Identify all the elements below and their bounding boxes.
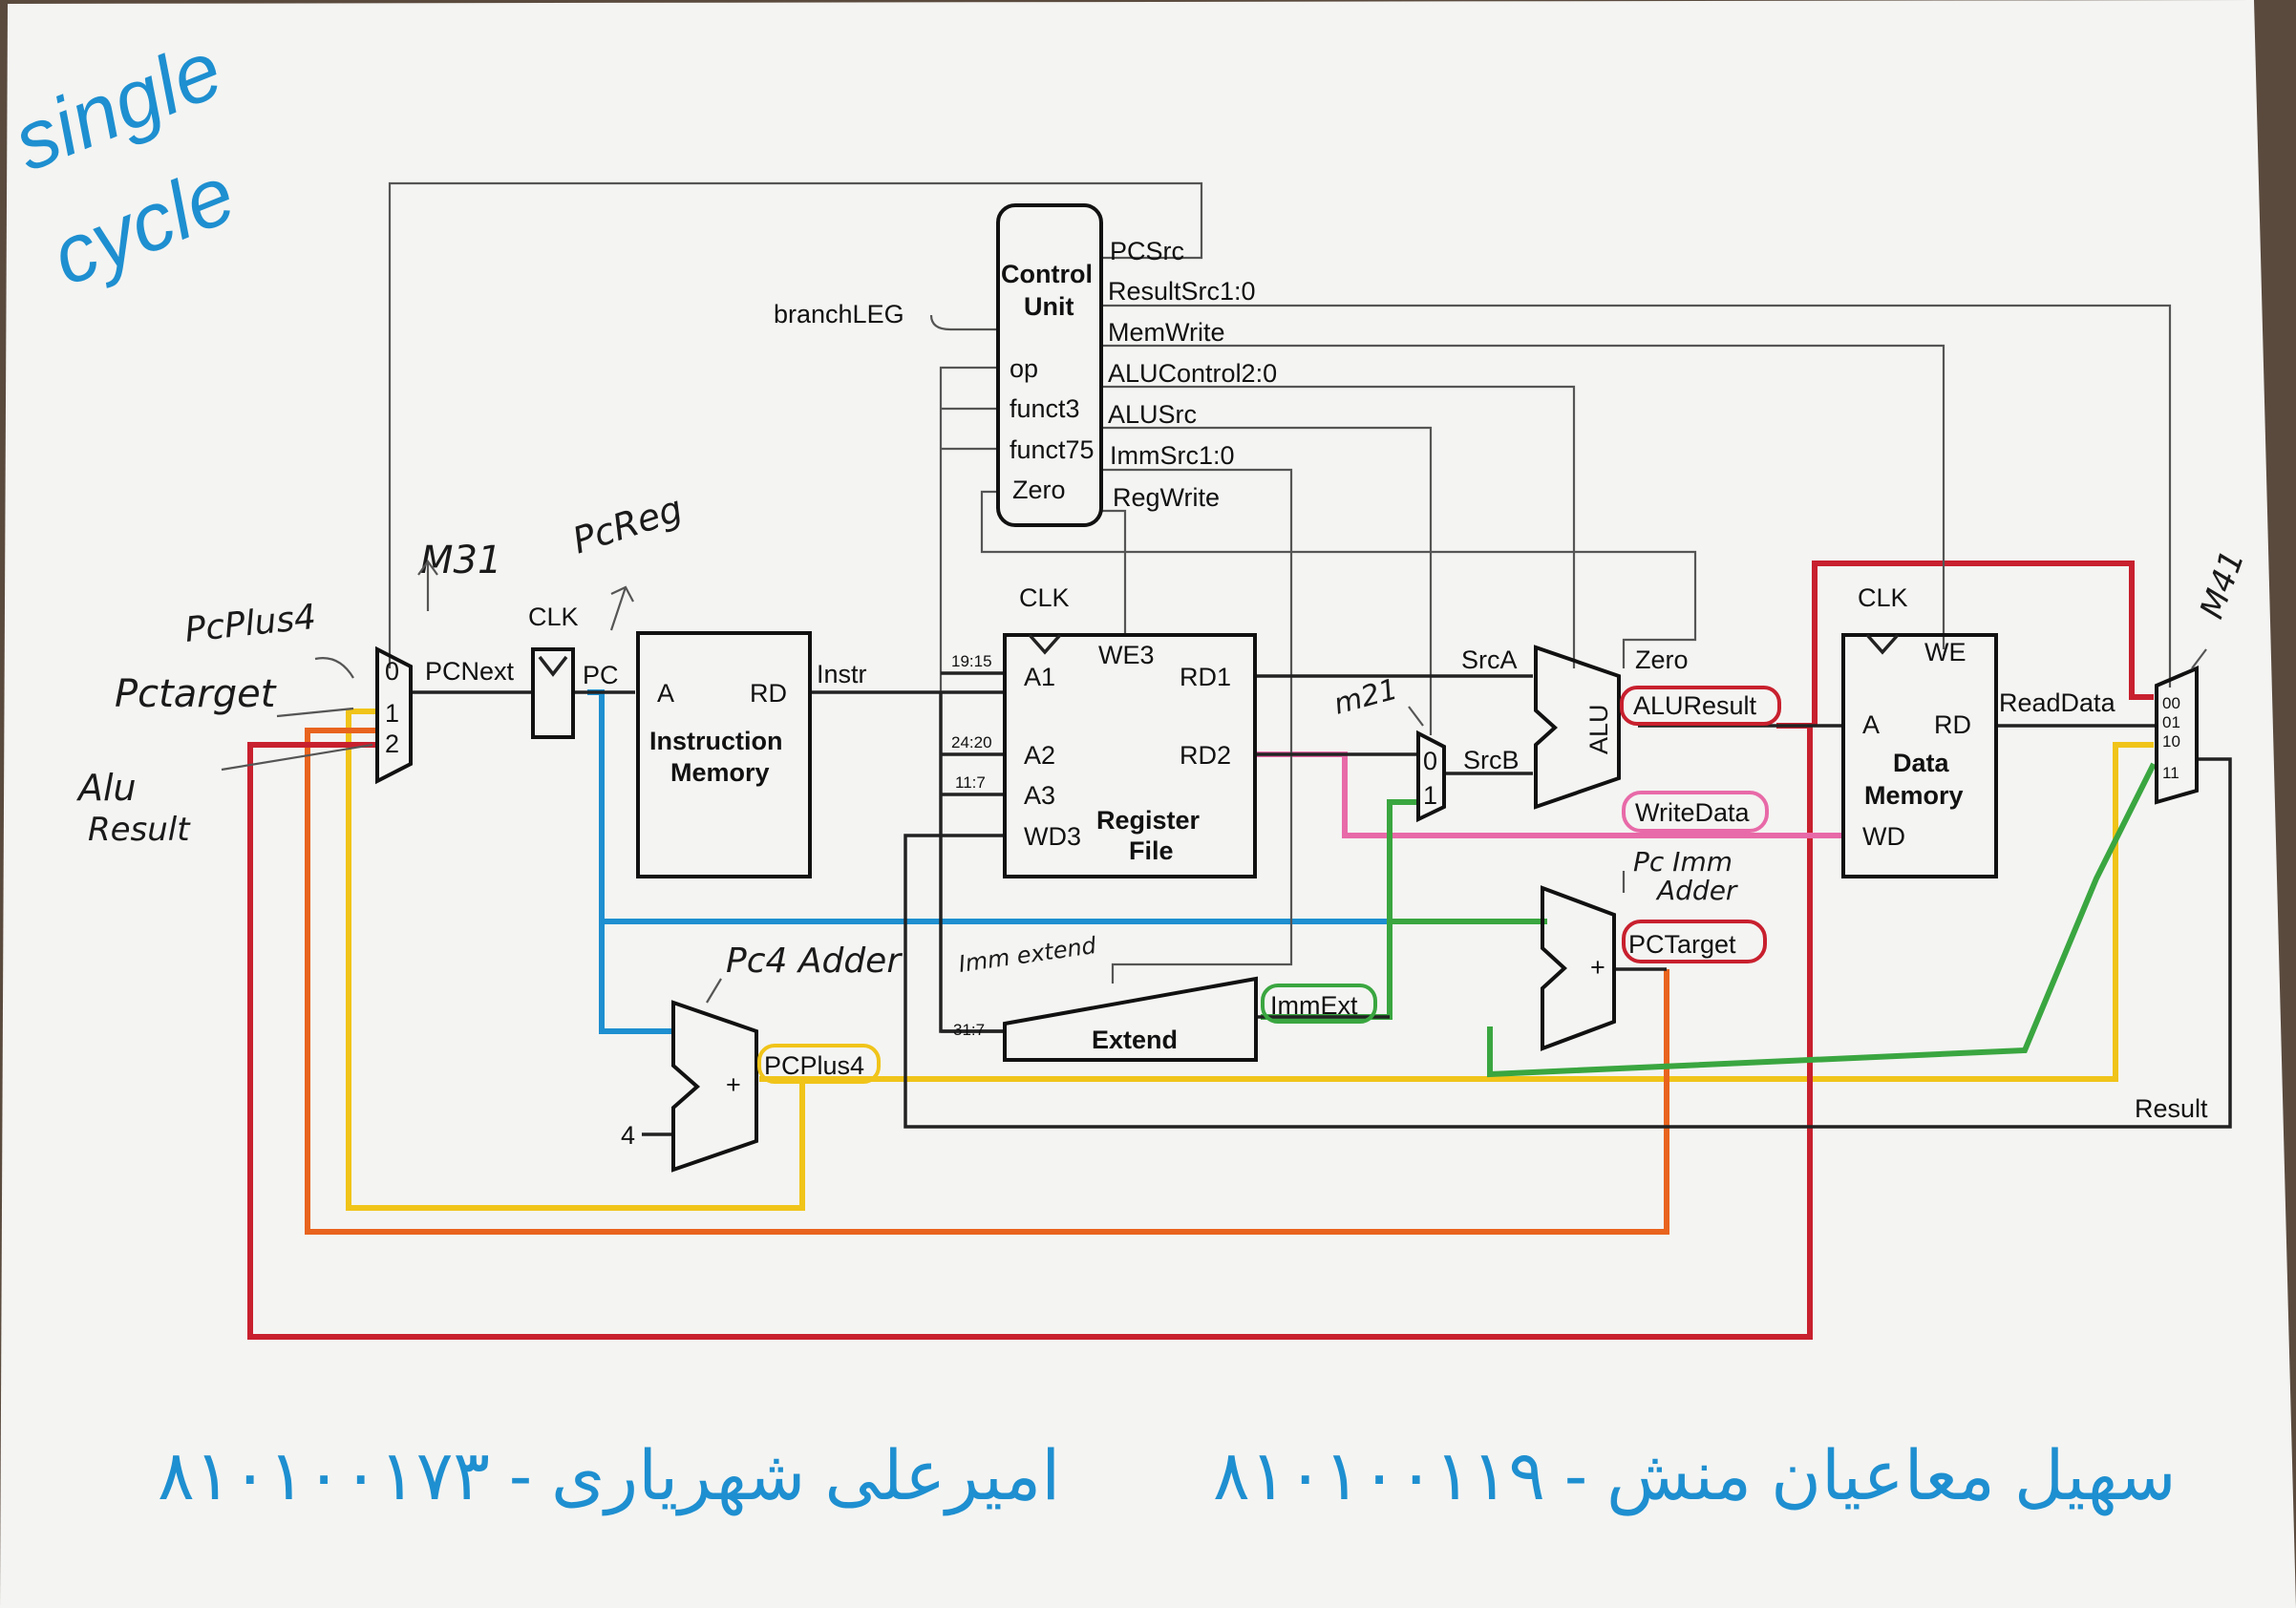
control-out-regwrite: RegWrite [1113,483,1220,512]
control-in-funct3: funct3 [1010,394,1080,423]
result-mux-in-00: 00 [2162,694,2180,712]
control-out-immsrc: ImmSrc1:0 [1110,441,1235,470]
pcplus4-label: PCPlus4 [764,1051,864,1080]
control-in-op: op [1010,354,1038,383]
alu-title: ALU [1584,704,1613,754]
regfile-clk: CLK [1019,583,1070,612]
regfile-rd1: RD1 [1180,663,1231,691]
pctarget-adder-plus: + [1590,953,1605,982]
regfile-rd2: RD2 [1180,741,1231,770]
dmem-wd: WD [1862,822,1905,851]
branch-label: branchLEG [774,300,904,328]
regfile-a1: A1 [1024,663,1055,691]
result-mux-in-11: 11 [2162,764,2179,782]
dmem-clk: CLK [1858,583,1908,612]
dmem-title-2: Memory [1864,781,1964,810]
readdata-label: ReadData [1999,688,2116,717]
result-mux-in-01: 01 [2162,713,2180,731]
result-label: Result [2135,1094,2208,1123]
pc-label: PC [583,661,619,689]
control-unit-title-1: Control [1001,260,1093,288]
pc-register-clk: CLK [528,603,579,631]
result-mux-in-10: 10 [2162,732,2180,751]
regfile-title-1: Register [1096,806,1201,835]
annot-pc4adder: Pc4 Adder [726,942,903,981]
pcnext-label: PCNext [425,657,515,686]
aluresult-label: ALUResult [1633,691,1757,720]
bits-31-7: 31:7 [953,1021,985,1039]
writedata-label: WriteData [1635,798,1751,827]
annot-pcimmadder-1: Pc Imm [1633,846,1733,878]
dmem-title-1: Data [1893,749,1950,777]
control-in-zero: Zero [1012,476,1066,504]
annot-pctarget: Pctarget [115,672,277,716]
control-out-alucontrol: ALUControl2:0 [1108,359,1277,388]
pc-mux-in-1: 1 [385,699,399,728]
annot-aluresult-1: Alu [75,767,137,809]
control-out-alusrc: ALUSrc [1108,400,1197,429]
pc4-adder-plus: + [726,1070,741,1099]
regfile-a2: A2 [1024,741,1055,770]
annot-pcimmadder-2: Adder [1655,875,1738,906]
pc-mux-in-2: 2 [385,730,399,758]
control-out-pcsrc: PCSrc [1110,237,1184,265]
bits-19-15: 19:15 [951,652,992,670]
control-in-funct7: funct75 [1010,435,1095,464]
srcb-mux-in-1: 1 [1423,781,1437,810]
imem-rd: RD [750,679,787,708]
immext-label: ImmExt [1270,991,1358,1020]
instr-label: Instr [817,660,867,688]
srca-label: SrcA [1461,645,1518,674]
bits-24-20: 24:20 [951,733,992,751]
dmem-we: WE [1924,638,1966,666]
control-unit-title-2: Unit [1024,292,1074,321]
imem-a: A [657,679,674,708]
pc-mux-in-0: 0 [385,657,399,686]
pctarget-label: PCTarget [1628,930,1736,959]
control-out-memwrite: MemWrite [1108,318,1225,347]
extend-title: Extend [1092,1026,1178,1054]
dmem-rd: RD [1934,710,1971,739]
srcb-label: SrcB [1463,746,1520,774]
imem-title-1: Instruction [649,727,783,755]
signature-right: ۸۱۰۱۰۰۱۱۹ - سهیل معاعیان منش [1213,1438,2177,1516]
imem-title-2: Memory [670,758,770,787]
regfile-title-2: File [1129,836,1174,865]
dmem-a: A [1862,710,1880,739]
annot-m31: M31 [420,539,501,582]
srcb-mux-in-0: 0 [1423,747,1437,775]
zero-label: Zero [1635,645,1689,674]
four-label: 4 [621,1121,635,1150]
regfile-we3: WE3 [1098,641,1155,669]
bits-11-7: 11:7 [955,773,986,792]
annot-aluresult-2: Result [88,811,191,849]
signature-left: ۸۱۰۱۰۰۱۷۳ - امیرعلی شهریاری [158,1438,1060,1516]
regfile-wd3: WD3 [1024,822,1081,851]
regfile-a3: A3 [1024,781,1055,810]
control-out-resultsrc: ResultSrc1:0 [1108,277,1256,306]
